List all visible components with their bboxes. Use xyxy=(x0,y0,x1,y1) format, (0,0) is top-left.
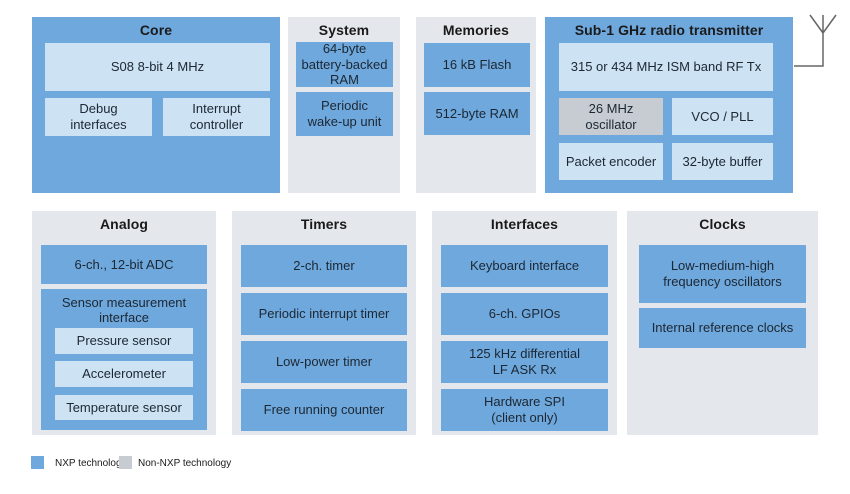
pressure-sensor-box: Pressure sensor xyxy=(55,328,193,354)
radio-title: Sub-1 GHz radio transmitter xyxy=(574,22,764,38)
debug-interfaces-box: Debug interfaces xyxy=(45,98,152,136)
non-nxp-technology-label: Non-NXP technology xyxy=(138,458,232,469)
nxp-technology-label: NXP technology xyxy=(55,458,127,469)
hardware-spi-box: Hardware SPI (client only) xyxy=(441,389,608,431)
timers-title: Timers xyxy=(300,216,348,232)
cpu-box: S08 8-bit 4 MHz xyxy=(45,43,270,91)
oscillator-box: 26 MHz oscillator xyxy=(559,98,663,135)
memories-title: Memories xyxy=(442,22,510,38)
memories-block: Memories 16 kB Flash 512-byte RAM xyxy=(416,17,536,193)
flash-box: 16 kB Flash xyxy=(424,43,530,87)
frequency-oscillators-box: Low-medium-high frequency oscillators xyxy=(639,245,806,303)
nxp-technology-swatch xyxy=(31,456,44,469)
buffer-box: 32-byte buffer xyxy=(672,143,773,180)
adc-box: 6-ch., 12-bit ADC xyxy=(41,245,207,284)
rf-tx-box: 315 or 434 MHz ISM band RF Tx xyxy=(559,43,773,91)
interfaces-title: Interfaces xyxy=(490,216,559,232)
temperature-sensor-box: Temperature sensor xyxy=(55,395,193,420)
keyboard-interface-box: Keyboard interface xyxy=(441,245,608,287)
system-title: System xyxy=(318,22,370,38)
antenna-icon xyxy=(794,14,837,67)
clocks-block: Clocks Low-medium-high frequency oscilla… xyxy=(627,211,818,435)
low-power-timer-box: Low-power timer xyxy=(241,341,407,383)
ram-box: 512-byte RAM xyxy=(424,92,530,135)
accelerometer-box: Accelerometer xyxy=(55,361,193,387)
battery-backed-ram-box: 64-byte battery-backed RAM xyxy=(296,41,393,87)
system-block: System 64-byte battery-backed RAM Period… xyxy=(288,17,400,193)
periodic-interrupt-timer-box: Periodic interrupt timer xyxy=(241,293,407,335)
clocks-title: Clocks xyxy=(699,216,746,232)
legend: NXP technology Non-NXP technology xyxy=(31,455,351,471)
non-nxp-technology-swatch xyxy=(119,456,132,469)
interfaces-block: Interfaces Keyboard interface 6-ch. GPIO… xyxy=(432,211,617,435)
core-title: Core xyxy=(139,22,173,38)
packet-encoder-box: Packet encoder xyxy=(559,143,663,180)
core-block: Core S08 8-bit 4 MHz Debug interfaces In… xyxy=(32,17,280,193)
lf-ask-rx-box: 125 kHz differential LF ASK Rx xyxy=(441,341,608,383)
sensor-measurement-interface-box: Sensor measurement interface Pressure se… xyxy=(41,289,207,430)
internal-reference-clocks-box: Internal reference clocks xyxy=(639,308,806,348)
wakeup-unit-box: Periodic wake-up unit xyxy=(296,92,393,136)
radio-transmitter-block: Sub-1 GHz radio transmitter 315 or 434 M… xyxy=(545,17,793,193)
interrupt-controller-box: Interrupt controller xyxy=(163,98,270,136)
timers-block: Timers 2-ch. timer Periodic interrupt ti… xyxy=(232,211,416,435)
free-running-counter-box: Free running counter xyxy=(241,389,407,431)
analog-block: Analog 6-ch., 12-bit ADC Sensor measurem… xyxy=(32,211,216,435)
two-channel-timer-box: 2-ch. timer xyxy=(241,245,407,287)
sensor-measurement-interface-label: Sensor measurement interface xyxy=(61,295,187,326)
analog-title: Analog xyxy=(99,216,149,232)
gpio-box: 6-ch. GPIOs xyxy=(441,293,608,335)
vco-pll-box: VCO / PLL xyxy=(672,98,773,135)
